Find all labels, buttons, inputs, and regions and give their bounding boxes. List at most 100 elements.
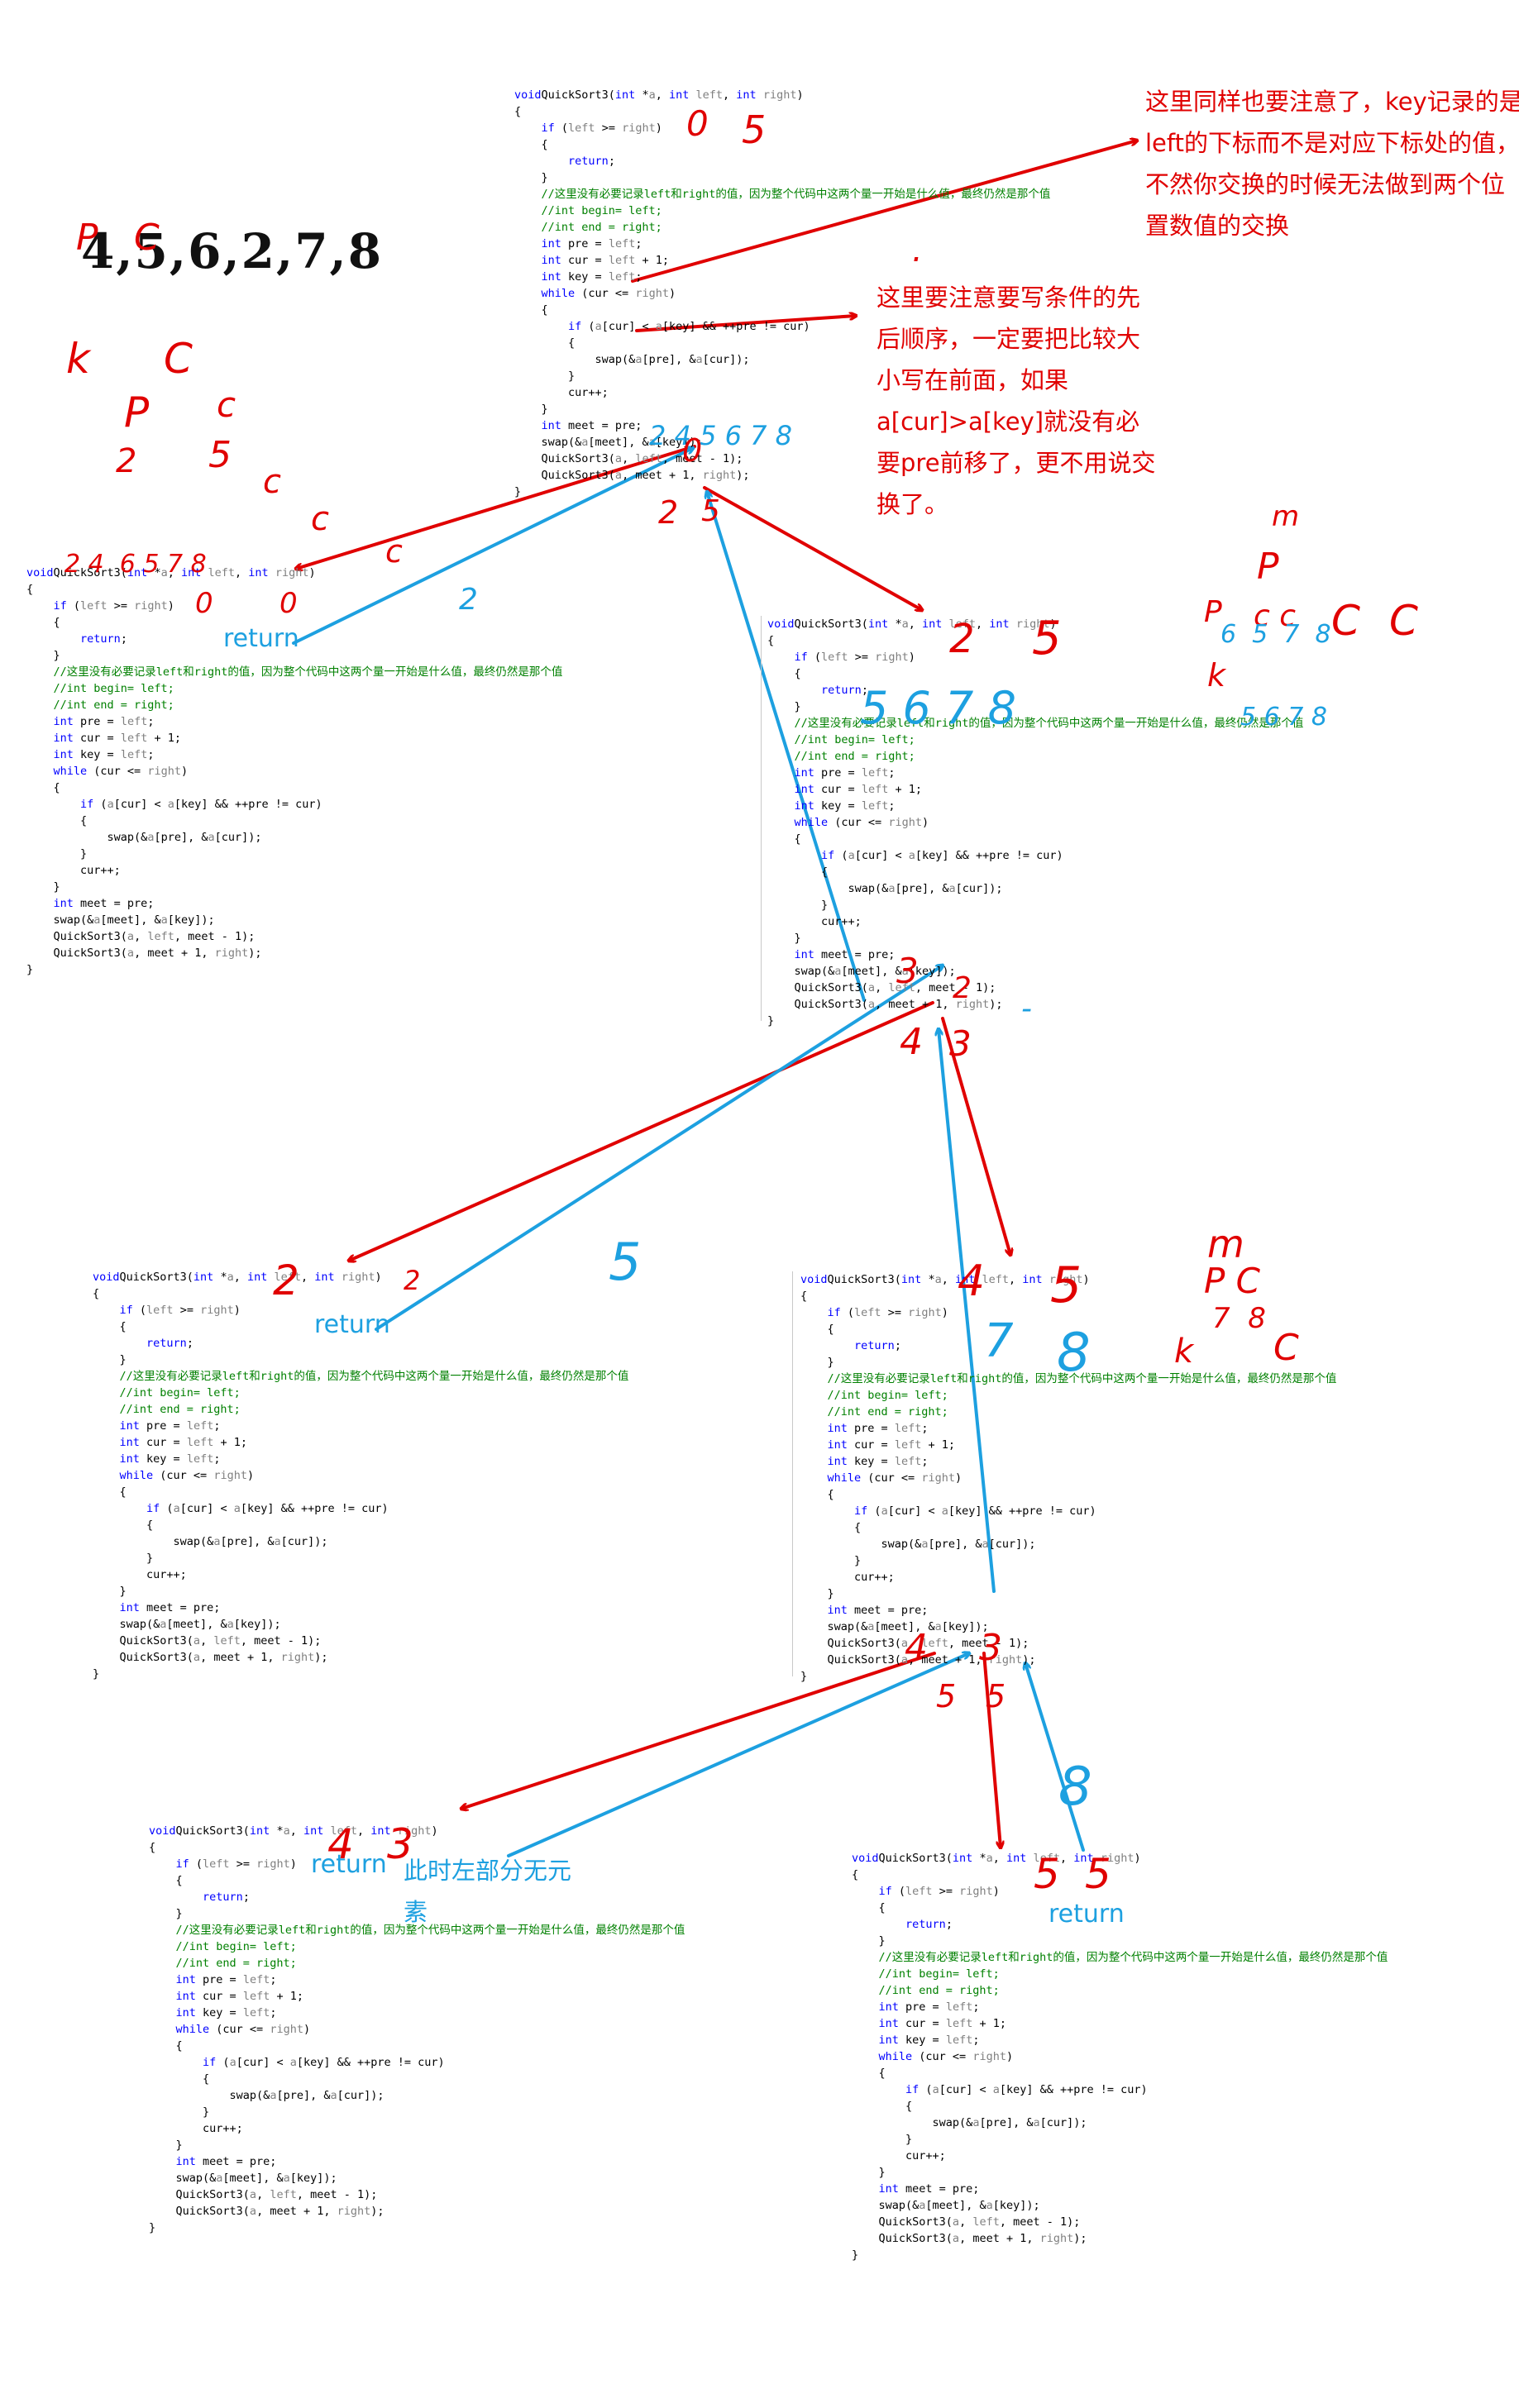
code-token: [pre], &: [642, 353, 696, 366]
code-token: [key]);: [655, 436, 703, 449]
code-line: {: [800, 1486, 1336, 1503]
code-token: left: [120, 732, 148, 745]
code-token: pre =: [847, 1422, 895, 1435]
code-token: [cur]);: [955, 882, 1003, 895]
code-token: pre =: [139, 1419, 187, 1433]
handwritten-mark: m: [1207, 1222, 1244, 1266]
arrow-to-key-note: [631, 141, 1137, 283]
code-line: {: [514, 335, 1050, 351]
code-token: [149, 1973, 176, 1986]
code-token: meet = pre;: [814, 948, 896, 961]
code-token: [key]);: [233, 1618, 281, 1631]
code-token: [26, 715, 54, 728]
code-token: ,: [959, 2215, 973, 2229]
code-token: [93, 1469, 120, 1482]
code-token: key =: [847, 1455, 895, 1468]
code-line: if (a[cur] < a[key] && ++pre != cur): [93, 1500, 628, 1517]
code-token: ;: [635, 270, 642, 284]
code-token: [149, 1990, 176, 2003]
code-line: }: [852, 1933, 1388, 1949]
code-token: left: [982, 1273, 1010, 1286]
code-line: {: [514, 302, 1050, 318]
code-token: if: [53, 599, 67, 613]
handwritten-mark: 5: [742, 107, 767, 152]
code-token: );: [370, 2205, 385, 2218]
code-token: (: [919, 2083, 933, 2096]
code-token: cur =: [139, 1436, 187, 1449]
code-token: //int end = right;: [175, 1957, 297, 1970]
code-token: [767, 948, 795, 961]
code-token: key =: [561, 270, 609, 284]
code-line: {: [800, 1288, 1336, 1304]
code-token: QuickSort3(: [53, 566, 127, 579]
code-token: int: [119, 1436, 140, 1449]
code-token: swap(&: [149, 2089, 270, 2102]
code-line: cur++;: [767, 913, 1303, 930]
code-token: {: [852, 2067, 886, 2080]
code-block-root: voidQuickSort3(int *a, int left, int rig…: [514, 87, 1050, 500]
code-token: return: [203, 1891, 243, 1904]
code-line: voidQuickSort3(int *a, int left, int rig…: [767, 616, 1303, 632]
code-line: while (cur <= right): [514, 285, 1050, 302]
code-line: cur++;: [26, 862, 562, 879]
code-token: right: [921, 1471, 955, 1485]
handwritten-mark: C: [164, 335, 193, 383]
code-token: [key] && ++pre != cur): [662, 320, 810, 333]
code-token: ): [992, 1885, 1000, 1898]
code-token: a: [695, 353, 703, 366]
code-token: (: [189, 1857, 203, 1871]
code-token: if: [854, 1504, 868, 1518]
handwritten-mark: 3: [979, 1627, 1002, 1669]
code-token: //这里没有必要记录left和right的值，因为整个代码中这两个量一开始是什么…: [827, 1372, 1337, 1385]
code-token: ,: [655, 88, 669, 102]
code-token: a: [127, 947, 135, 960]
code-token: ,: [976, 617, 990, 631]
code-token: ): [796, 88, 804, 102]
code-token: void: [149, 1824, 176, 1838]
handwritten-mark: 2: [953, 971, 972, 1005]
code-token: [767, 816, 795, 829]
handwritten-mark: 5: [1050, 1256, 1082, 1314]
handwritten-mark: 5 6 7 8: [1240, 703, 1327, 732]
code-token: [269, 566, 275, 579]
code-token: {: [26, 616, 60, 629]
code-token: [767, 750, 795, 763]
code-token: //int begin= left;: [878, 1967, 1000, 1981]
code-token: a: [881, 1504, 888, 1518]
code-token: while: [541, 287, 576, 300]
code-line: }: [767, 699, 1303, 715]
code-token: QuickSort3(: [175, 1824, 250, 1838]
code-token: [767, 783, 795, 796]
code-token: a: [648, 88, 656, 102]
code-token: [meet], &: [166, 1618, 227, 1631]
code-token: [meet], &: [841, 965, 902, 978]
code-token: [key] && ++pre != cur): [948, 1504, 1096, 1518]
code-token: {: [514, 105, 522, 118]
code-token: [key]);: [289, 2172, 337, 2185]
code-line: }: [852, 2164, 1388, 2181]
code-token: ): [233, 1304, 241, 1317]
code-token: left: [861, 799, 889, 813]
code-token: [149, 2023, 176, 2036]
code-token: [852, 2034, 879, 2047]
code-token: //int end = right;: [119, 1403, 241, 1416]
code-token: //这里没有必要记录left和right的值，因为整个代码中这两个量一开始是什么…: [119, 1370, 629, 1383]
code-token: if: [119, 1304, 133, 1317]
code-block-right-3: voidQuickSort3(int *a, int left, int rig…: [852, 1850, 1388, 2263]
code-line: int cur = left + 1;: [800, 1437, 1336, 1453]
code-token: [1010, 617, 1016, 631]
code-token: QuickSort3(: [149, 2188, 250, 2201]
code-token: [cur]);: [702, 353, 750, 366]
code-token: return: [854, 1339, 895, 1352]
code-line: {: [93, 1318, 628, 1335]
code-line: while (cur <= right): [93, 1467, 628, 1484]
code-line: int pre = left;: [93, 1418, 628, 1434]
handwritten-mark: 8: [1058, 1757, 1092, 1818]
code-token: ;: [147, 715, 155, 728]
code-token: int: [878, 2034, 899, 2047]
code-token: ;: [270, 2006, 277, 2019]
code-line: //这里没有必要记录left和right的值，因为整个代码中这两个量一开始是什么…: [26, 664, 563, 680]
return-label: return: [223, 624, 299, 653]
code-line: {: [767, 831, 1303, 847]
code-line: }: [514, 484, 1050, 500]
